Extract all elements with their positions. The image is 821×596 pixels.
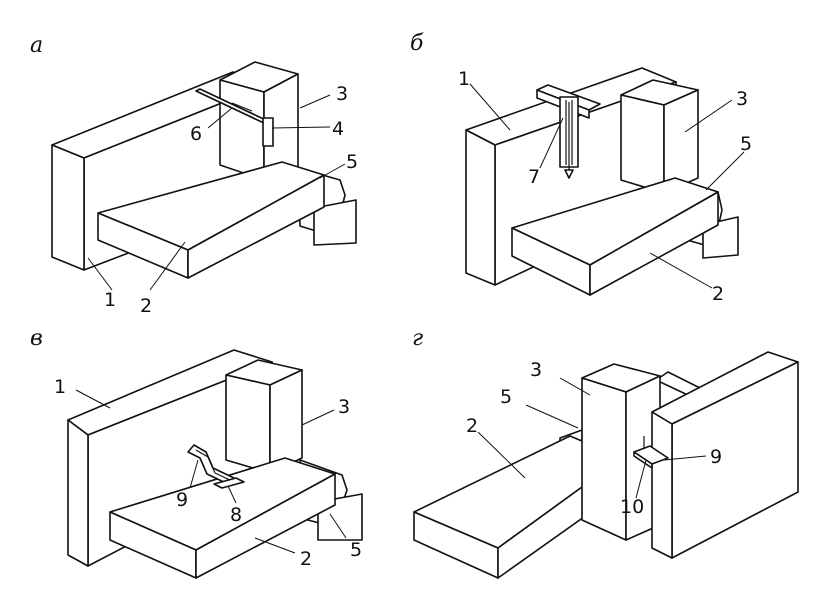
callout-a-3: 3: [336, 83, 348, 105]
panel-g-wall: [651, 351, 799, 559]
panel-v: в: [30, 326, 363, 579]
panel-v-leaders: [75, 389, 347, 554]
panel-v-bracket: [187, 444, 245, 489]
callout-b-5: 5: [740, 133, 752, 155]
panel-v-slab: [109, 457, 336, 579]
panel-a-label: а: [30, 33, 43, 58]
panel-a-slab: [97, 161, 325, 279]
panel-a: а: [30, 33, 358, 317]
panel-b-column: [620, 79, 699, 194]
callout-a-4: 4: [332, 118, 344, 140]
panel-b-label: б: [410, 31, 424, 56]
panel-g-label: г: [412, 326, 423, 351]
callout-v-9: 9: [176, 489, 188, 511]
callout-v-3: 3: [338, 396, 350, 418]
callout-v-8: 8: [230, 504, 242, 526]
callout-g-3: 3: [530, 359, 542, 381]
callout-b-1: 1: [458, 68, 470, 90]
panel-b-anchor: [536, 84, 601, 179]
callout-b-2: 2: [712, 283, 724, 305]
panel-a-connector: [195, 88, 274, 147]
panel-g: г 3: [412, 326, 799, 579]
callout-b-3: 3: [736, 88, 748, 110]
panel-a-leaders: [87, 94, 346, 291]
panel-v-column: [225, 359, 303, 474]
callout-a-5: 5: [346, 151, 358, 173]
panel-g-leaders: [477, 377, 707, 499]
panel-v-label: в: [30, 326, 43, 351]
panel-b-slab: [511, 177, 719, 296]
panel-b-leaders: [469, 83, 745, 289]
callout-b-7: 7: [528, 166, 540, 188]
callout-g-10: 10: [620, 496, 644, 518]
callout-g-9: 9: [710, 446, 722, 468]
callout-v-5: 5: [350, 539, 362, 561]
callout-a-6: 6: [190, 123, 202, 145]
callout-v-1: 1: [54, 376, 66, 398]
panel-b: б: [410, 31, 752, 305]
callout-g-5: 5: [500, 386, 512, 408]
callout-g-2: 2: [466, 415, 478, 437]
callout-v-2: 2: [300, 548, 312, 570]
callout-a-1: 1: [104, 289, 116, 311]
callout-a-2: 2: [140, 295, 152, 317]
